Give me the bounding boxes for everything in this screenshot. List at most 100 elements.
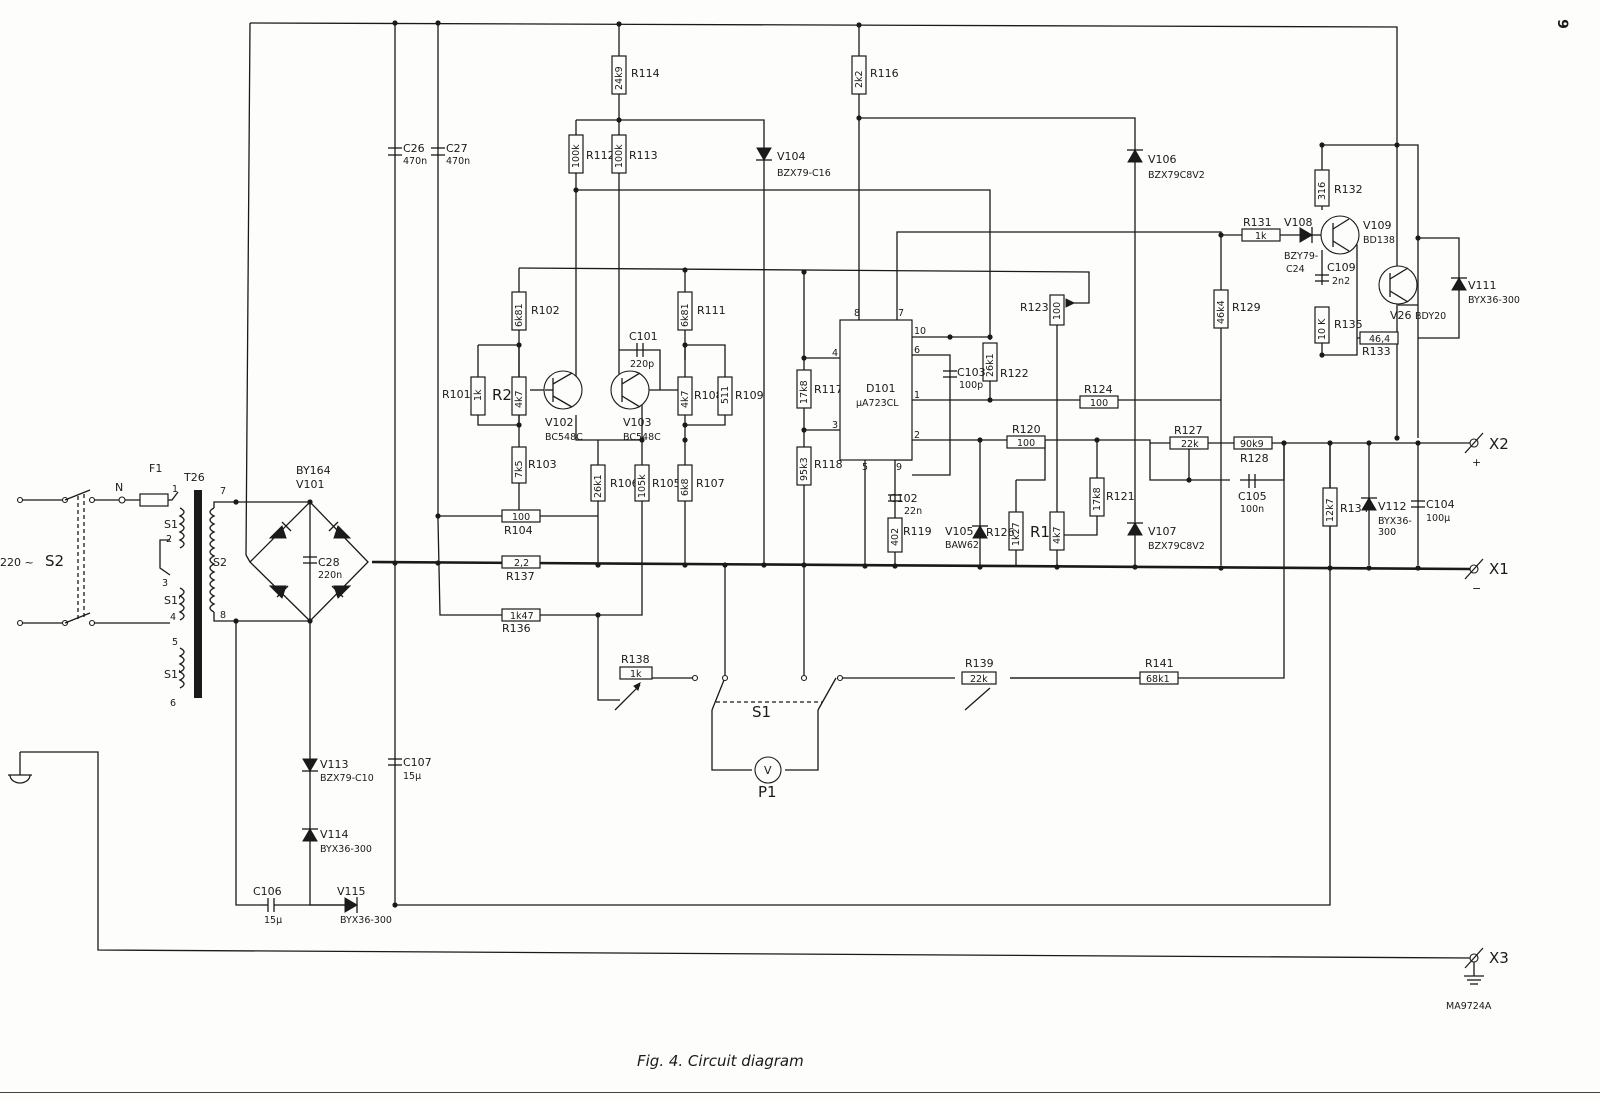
resistor-r119: 402 R119	[887, 517, 932, 553]
resistor-ref: R128	[1240, 452, 1269, 465]
resistor-r118: 95k3 R118	[796, 446, 843, 486]
pin-label: 2	[166, 534, 172, 545]
resistor-ref: R106	[610, 477, 639, 490]
terminal-polarity: +	[1472, 456, 1481, 469]
transistor-v109: V109 BD138	[1320, 215, 1395, 255]
resistor-value: 1k	[630, 669, 642, 680]
diode-type: BZY79-	[1284, 251, 1318, 262]
resistor-ref: R107	[696, 477, 725, 490]
diode-type: BZX79C8V2	[1148, 170, 1205, 181]
resistor-value: 1k27	[1011, 522, 1022, 546]
resistor-ref: R123	[1020, 301, 1049, 314]
resistor-value: 6k81	[514, 303, 525, 327]
transistor-type: BC548C	[623, 432, 661, 443]
terminal-x2[interactable]: X2 +	[1464, 432, 1509, 469]
transistor-type: BDY20	[1415, 311, 1446, 322]
transformer-ref: T26	[183, 471, 205, 484]
transistor-ref: V102	[545, 416, 574, 429]
resistor-value: 22k	[1181, 439, 1199, 450]
diode-ref: V113	[320, 758, 349, 771]
capacitor-ref: C109	[1327, 261, 1356, 274]
resistor-r111: 6k81 R111	[677, 291, 726, 331]
capacitor-c26: C26 470n	[388, 142, 427, 167]
diode-type: BAW62	[945, 540, 979, 551]
pin-label: 8	[220, 610, 226, 621]
resistor-r114: 24k9 R114	[611, 55, 660, 95]
ic-pin: 4	[832, 348, 838, 359]
diode-v112: V112 BYX36- 300	[1361, 497, 1412, 538]
resistor-r128: 90k9 R128	[1233, 436, 1273, 465]
resistor-value: 68k1	[1146, 674, 1170, 685]
resistor-value: 402	[890, 528, 901, 546]
capacitor-value: 100p	[959, 380, 983, 391]
diode-type-suffix: 300	[1378, 527, 1396, 538]
resistor-r121: 17k8 R121	[1089, 477, 1135, 517]
resistor-value: 95k3	[799, 457, 810, 481]
resistor-r122: 26k1 R122	[982, 342, 1029, 382]
resistor-ref: R131	[1243, 216, 1272, 229]
resistor-value: 2,2	[514, 558, 529, 569]
winding-label: S1'	[164, 594, 181, 607]
ic-pin: 10	[914, 326, 926, 337]
zener-diode-v108: V108 BZY79- C24	[1284, 216, 1322, 275]
resistor-r106: 26k1 R106	[590, 464, 639, 502]
resistor-value: 2k2	[854, 70, 865, 88]
diode-type: BZX79-C10	[320, 773, 374, 784]
page-bottom-rule	[0, 1092, 1600, 1093]
diode-ref: V112	[1378, 500, 1407, 513]
ic-type: μA723CL	[856, 398, 899, 409]
capacitor-value: 220n	[318, 570, 342, 581]
terminal-label: X3	[1489, 949, 1509, 967]
pin-label: 1	[172, 484, 178, 495]
diode-ref: V107	[1148, 525, 1177, 538]
resistor-r135: 10 K R135	[1314, 306, 1363, 344]
resistor-value: 1k47	[510, 611, 534, 622]
resistor-r124: 100 R124	[1079, 383, 1119, 409]
resistor-ref: R104	[504, 524, 533, 537]
zener-diode-v113: V113 BZX79-C10	[302, 758, 374, 784]
capacitor-value: 22n	[904, 506, 922, 517]
diode-ref: V108	[1284, 216, 1313, 229]
resistor-ref: R136	[502, 622, 531, 635]
resistor-r137: 2,2 R137	[501, 555, 541, 583]
capacitor-c28: C28 220n	[303, 556, 342, 581]
terminal-x3[interactable]: X3	[1464, 947, 1509, 985]
diode-ref: V111	[1468, 279, 1497, 292]
transistor-type: BC548C	[545, 432, 583, 443]
resistor-ref: R102	[531, 304, 560, 317]
resistor-value: 1k	[473, 389, 484, 401]
resistor-value: 90k9	[1240, 439, 1264, 450]
meter-symbol: V	[764, 764, 772, 777]
resistor-ref: R126	[986, 526, 1015, 539]
resistor-ref: R122	[1000, 367, 1029, 380]
ic-pin: 6	[914, 345, 920, 356]
resistor-ref: R101	[442, 388, 471, 401]
potentiometer-r138: 1k R138	[614, 653, 653, 711]
resistor-ref: R112	[586, 149, 615, 162]
diode-ref: V104	[777, 150, 806, 163]
capacitor-ref: C104	[1426, 498, 1455, 511]
resistor-r141: 68k1 R141	[1139, 657, 1179, 685]
mains-voltage: 220 ~	[0, 556, 34, 569]
transistor-ref: V109	[1363, 219, 1392, 232]
capacitor-value: 470n	[403, 156, 427, 167]
resistor-r120: 100 R120	[1006, 423, 1046, 449]
resistor-value: 100	[1052, 302, 1063, 320]
capacitor-ref: C103	[957, 366, 986, 379]
transistor-v26: V26 BDY20	[1378, 265, 1446, 322]
potentiometer-r2: 4k7 R2	[492, 376, 527, 416]
resistor-ref: R141	[1145, 657, 1174, 670]
diode-type: BZX79C8V2	[1148, 541, 1205, 552]
junctions	[233, 20, 1421, 908]
resistor-value: 46,4	[1369, 334, 1390, 345]
resistor-ref: R2	[492, 386, 512, 404]
potentiometer-r1: 4k7 R1	[1030, 511, 1065, 551]
resistor-ref: R137	[506, 570, 535, 583]
terminal-x1[interactable]: X1 −	[1464, 558, 1509, 595]
resistor-value: 100k	[571, 144, 582, 168]
pin-label: 7	[220, 486, 226, 497]
page-number: 9	[1553, 19, 1570, 29]
resistor-ref: R118	[814, 458, 843, 471]
diode-type: BYX36-300	[320, 844, 372, 855]
